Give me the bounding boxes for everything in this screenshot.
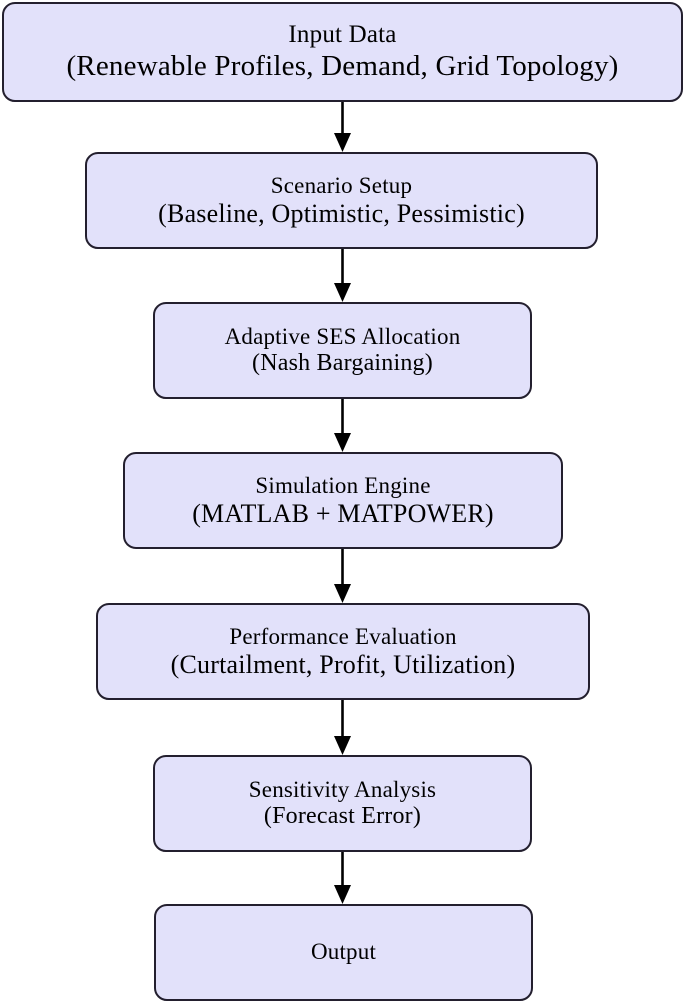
- node-scenario-setup-subtitle: (Baseline, Optimistic, Pessimistic): [158, 198, 525, 228]
- node-simulation-engine: Simulation Engine (MATLAB + MATPOWER): [123, 452, 563, 549]
- node-scenario-setup-title: Scenario Setup: [270, 172, 413, 198]
- node-adaptive-ses-allocation-subtitle: (Nash Bargaining): [252, 349, 433, 376]
- node-sensitivity-analysis: Sensitivity Analysis (Forecast Error): [153, 755, 532, 852]
- node-input-data: Input Data (Renewable Profiles, Demand, …: [2, 2, 683, 102]
- arrow-sensitivity-to-output: [334, 852, 351, 904]
- arrow-simulation-to-performance: [334, 549, 351, 603]
- node-performance-evaluation-title: Performance Evaluation: [229, 623, 457, 649]
- node-adaptive-ses-allocation-title: Adaptive SES Allocation: [224, 323, 461, 349]
- node-simulation-engine-title: Simulation Engine: [255, 472, 431, 498]
- node-performance-evaluation-subtitle: (Curtailment, Profit, Utilization): [170, 649, 516, 679]
- arrow-input-to-scenario: [334, 102, 351, 152]
- arrow-allocation-to-simulation: [334, 399, 351, 452]
- arrow-scenario-to-allocation: [334, 249, 351, 302]
- node-scenario-setup: Scenario Setup (Baseline, Optimistic, Pe…: [85, 152, 598, 249]
- node-simulation-engine-subtitle: (MATLAB + MATPOWER): [192, 498, 494, 528]
- node-output: Output: [154, 904, 533, 1001]
- arrow-performance-to-sensitivity: [334, 700, 351, 755]
- node-input-data-title: Input Data: [288, 21, 397, 49]
- node-adaptive-ses-allocation: Adaptive SES Allocation (Nash Bargaining…: [153, 302, 532, 399]
- node-sensitivity-analysis-subtitle: (Forecast Error): [263, 802, 422, 829]
- node-performance-evaluation: Performance Evaluation (Curtailment, Pro…: [96, 603, 590, 700]
- node-sensitivity-analysis-title: Sensitivity Analysis: [248, 776, 437, 802]
- node-input-data-subtitle: (Renewable Profiles, Demand, Grid Topolo…: [66, 49, 619, 82]
- node-output-title: Output: [310, 939, 377, 965]
